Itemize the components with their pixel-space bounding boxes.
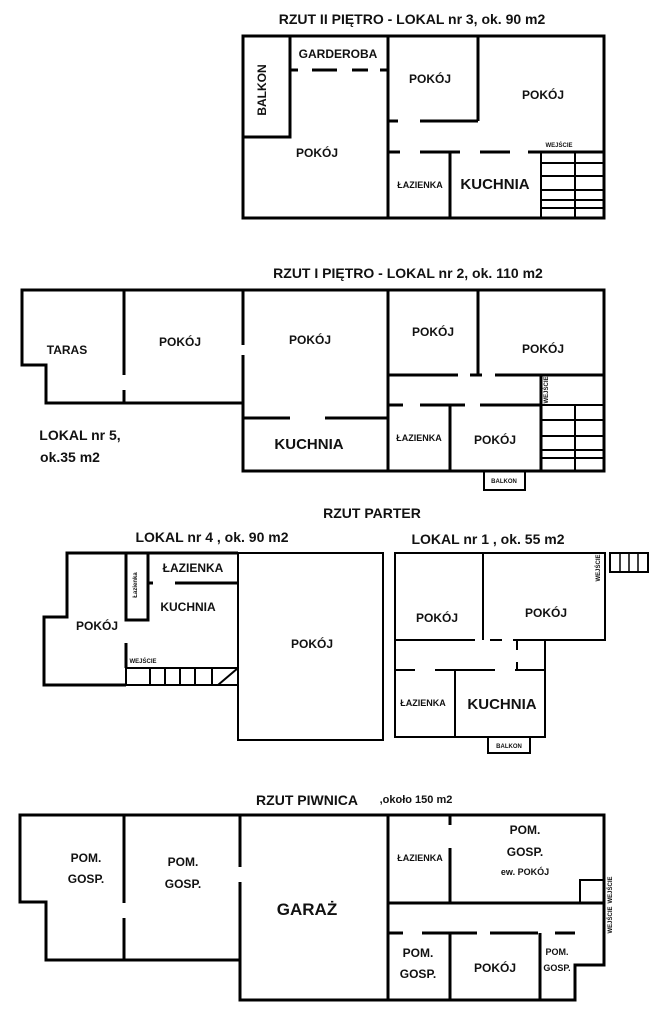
- plan-floor-1: RZUT I PIĘTRO - LOKAL nr 2, ok. 110 m2 T…: [20, 265, 606, 491]
- room-garaz: GARAŻ: [277, 900, 337, 919]
- plan-title: RZUT PIWNICA: [256, 792, 358, 808]
- room-lazienka: ŁAZIENKA: [397, 180, 443, 190]
- room-kuchnia: KUCHNIA: [467, 696, 536, 713]
- room-pom: POM.: [403, 946, 434, 960]
- basement-area: ,około 150 m2: [380, 794, 453, 806]
- room-garderoba: GARDEROBA: [299, 47, 378, 61]
- room-pom: POM.: [545, 947, 568, 957]
- label-wejscie: WEJŚCIE: [545, 142, 572, 149]
- room-pokoj: POKÓJ: [291, 636, 333, 651]
- room-pokoj: POKÓJ: [522, 87, 564, 102]
- plan-title: RZUT PARTER: [323, 505, 421, 521]
- label-wejscie: WEJŚCIE: [543, 376, 550, 403]
- room-gosp: GOSP.: [507, 845, 543, 859]
- room-kuchnia: KUCHNIA: [274, 436, 343, 453]
- lokal-5-area: ok.35 m2: [40, 449, 100, 465]
- label-wejscie: WEJŚCIE: [595, 554, 602, 581]
- room-pokoj: POKÓJ: [522, 341, 564, 356]
- room-pokoj: POKÓJ: [409, 71, 451, 86]
- room-pokoj: POKÓJ: [412, 324, 454, 339]
- label-wejscie: WEJŚCIE: [607, 876, 614, 903]
- room-lazienka: ŁAZIENKA: [163, 561, 224, 575]
- room-pokoj: POKÓJ: [416, 610, 458, 625]
- room-pom: POM.: [510, 823, 541, 837]
- label-wejscie: WEJŚCIE: [129, 658, 156, 665]
- room-lazienka: ŁAZIENKA: [396, 433, 442, 443]
- lokal-4-label: LOKAL nr 4 , ok. 90 m2: [135, 529, 288, 545]
- plan-ground-floor: RZUT PARTER LOKAL nr 4 , ok. 90 m2 LOKAL…: [42, 505, 649, 754]
- room-pokoj: POKÓJ: [474, 432, 516, 447]
- room-pom: POM.: [168, 855, 199, 869]
- plan-title: RZUT I PIĘTRO - LOKAL nr 2, ok. 110 m2: [273, 265, 543, 281]
- room-ew-pokoj: ew. POKÓJ: [501, 866, 549, 877]
- room-gosp: GOSP.: [68, 872, 104, 886]
- room-pom: POM.: [71, 851, 102, 865]
- room-pokoj: POKÓJ: [525, 605, 567, 620]
- room-pokoj: POKÓJ: [76, 618, 118, 633]
- lokal-1-label: LOKAL nr 1 , ok. 55 m2: [411, 531, 564, 547]
- label-balkon: BALKON: [491, 479, 517, 485]
- room-kuchnia: KUCHNIA: [160, 600, 216, 614]
- plan-basement: RZUT PIWNICA ,około 150 m2 POM. GOSP. PO…: [18, 792, 614, 1002]
- room-gosp: GOSP.: [543, 963, 570, 973]
- room-pokoj: POKÓJ: [296, 145, 338, 160]
- room-taras: TARAS: [47, 343, 87, 357]
- room-gosp: GOSP.: [165, 877, 201, 891]
- plan-floor-2: RZUT II PIĘTRO - LOKAL nr 3, ok. 90 m2 B…: [241, 11, 606, 220]
- label-wejscie: WEJŚCIE: [607, 906, 614, 933]
- label-balkon: BALKON: [496, 744, 522, 750]
- room-gosp: GOSP.: [400, 967, 436, 981]
- plan-title: RZUT II PIĘTRO - LOKAL nr 3, ok. 90 m2: [279, 11, 546, 27]
- room-kuchnia: KUCHNIA: [460, 176, 529, 193]
- room-lazienka: ŁAZIENKA: [400, 698, 446, 708]
- room-lazienka: ŁAZIENKA: [397, 853, 443, 863]
- room-balkon: BALKON: [255, 64, 269, 115]
- room-pokoj: POKÓJ: [159, 334, 201, 349]
- room-lazienka: Łazienka: [133, 572, 139, 598]
- room-pokoj: POKÓJ: [474, 960, 516, 975]
- room-pokoj: POKÓJ: [289, 332, 331, 347]
- lokal-5-label: LOKAL nr 5,: [39, 427, 120, 443]
